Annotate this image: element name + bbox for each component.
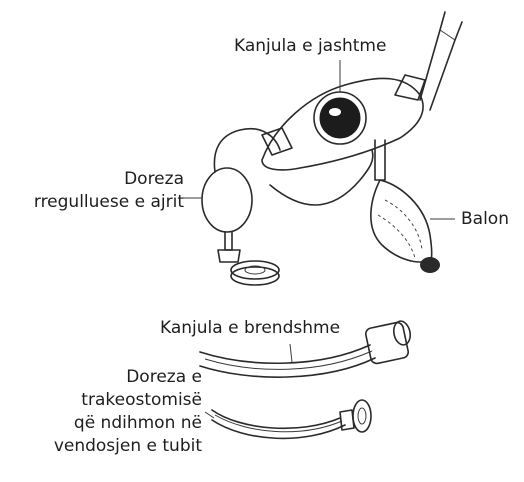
inner-cannula-pointer [290,344,292,362]
obturator-pointer [205,412,214,418]
cuff-balloon [371,140,440,273]
neck-tie [420,12,462,110]
label-outer-cannula: Kanjula e jashtme [234,35,386,58]
label-obturator-line1: Doreza e [6,366,202,389]
label-obturator-line3: që ndihmon në [6,412,202,435]
label-obturator: Doreza e trakeostomisë që ndihmon në ven… [6,366,202,458]
outer-cannula-opening [314,92,366,144]
inflation-line [270,150,373,205]
label-air-cuff-line2: rregulluese e ajrit [14,191,184,214]
obturator [212,400,371,438]
label-obturator-line4: vendosjen e tubit [6,435,202,458]
pilot-balloon [202,129,280,285]
label-inner-cannula: Kanjula e brendshme [160,317,340,340]
label-air-cuff-line1: Doreza [14,168,184,191]
label-obturator-line2: trakeostomisë [6,389,202,412]
label-balloon: Balon [461,208,509,231]
label-air-cuff: Doreza rregulluese e ajrit [14,168,184,214]
